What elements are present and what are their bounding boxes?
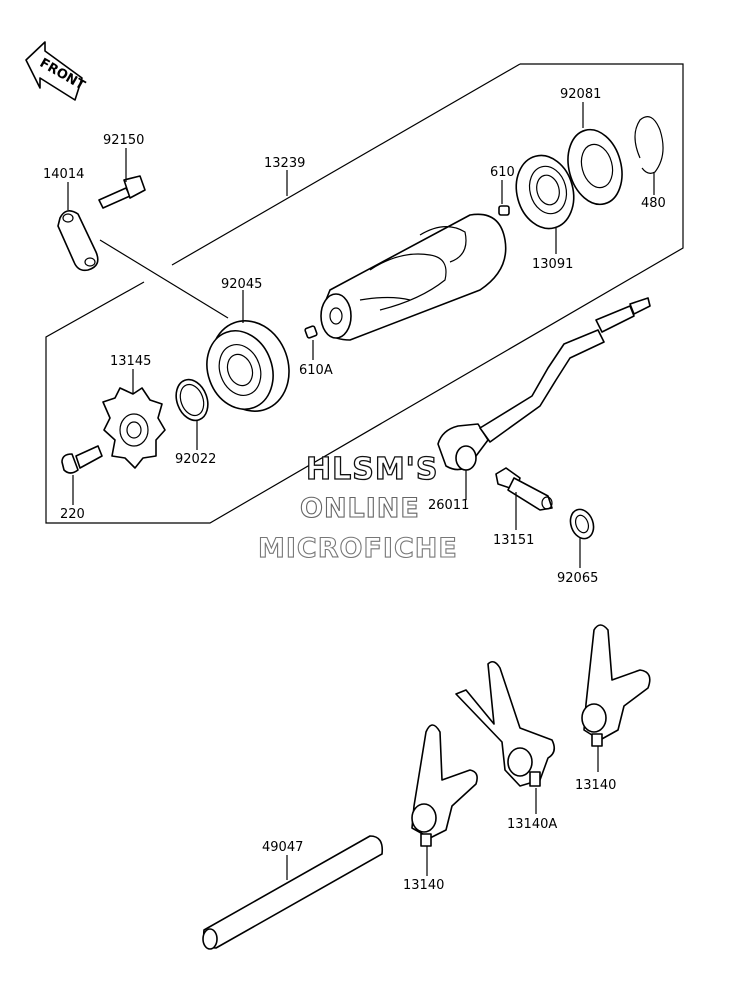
label-49047: 49047 (262, 840, 303, 855)
bearing-92045 (206, 320, 290, 412)
watermark-line2: ONLINE (299, 492, 420, 524)
label-610A: 610A (299, 363, 333, 378)
label-610: 610 (490, 165, 515, 180)
bolt-92150 (98, 175, 146, 209)
leader-14014-b (99, 239, 229, 319)
pin-610A (304, 325, 318, 339)
label-13145: 13145 (110, 354, 151, 369)
star-13145 (102, 387, 166, 469)
label-14014: 14014 (43, 167, 84, 182)
plate-14014 (57, 210, 99, 272)
plate-92081 (567, 128, 623, 206)
pin-13151 (495, 467, 553, 511)
assembly-outline (45, 63, 684, 524)
drum-13239 (320, 213, 507, 341)
label-13140A: 13140A (507, 817, 557, 832)
label-26011: 26011 (428, 498, 469, 513)
label-13239: 13239 (264, 156, 305, 171)
front-arrow-icon: FRONT (25, 41, 88, 101)
plate-13091 (515, 154, 575, 230)
circlip-480 (634, 116, 664, 174)
label-92150: 92150 (103, 133, 144, 148)
fork-13140-right (581, 624, 651, 747)
shaft-26011 (437, 297, 651, 471)
assembly-outline-top (171, 63, 521, 266)
washer-92065 (569, 508, 595, 540)
fork-13140-left (411, 724, 478, 847)
label-92065: 92065 (557, 571, 598, 586)
label-92081: 92081 (560, 87, 601, 102)
label-220: 220 (60, 507, 85, 522)
watermark-line3: MICROFICHE (257, 532, 458, 564)
watermark-line1: HLSM'S (305, 451, 439, 487)
label-13140-left: 13140 (403, 878, 444, 893)
label-13140-right: 13140 (575, 778, 616, 793)
label-92022: 92022 (175, 452, 216, 467)
fork-13140A (455, 660, 556, 787)
ring-92022 (175, 378, 209, 422)
pin-610 (498, 205, 510, 216)
rod-49047 (202, 835, 384, 950)
label-480: 480 (641, 196, 666, 211)
label-92045: 92045 (221, 277, 262, 292)
screw-220 (61, 445, 103, 474)
label-13091: 13091 (532, 257, 573, 272)
label-13151: 13151 (493, 533, 534, 548)
